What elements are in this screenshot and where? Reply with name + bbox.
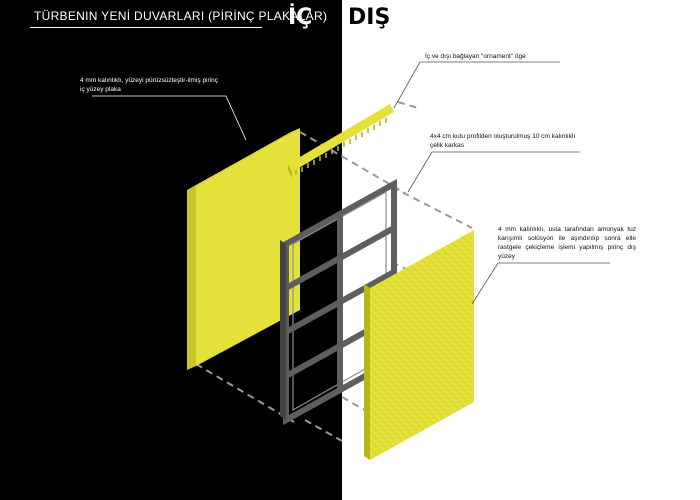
title-underline bbox=[30, 27, 262, 28]
ornament-element bbox=[288, 104, 394, 178]
outer-hammered-brass-plate bbox=[364, 230, 474, 460]
steel-frame-annotation: 4x4 cm kutu profilden oluşturulmuş 10 cm… bbox=[430, 133, 576, 149]
ornament-annotation: İç ve dışı bağlayan "ornament" öge bbox=[425, 53, 526, 60]
inner-brass-plate bbox=[187, 128, 300, 370]
leader-lines bbox=[92, 61, 610, 305]
outer-plate-annotation: 4 mm kalınlıklı, usta tarafından amonyak… bbox=[498, 226, 636, 260]
outside-heading: DIŞ bbox=[348, 5, 391, 30]
inside-heading: İÇ bbox=[288, 5, 313, 30]
inner-plate-annotation: 4 mm kalınlıklı, yüzeyi pürüzsüzleştir-i… bbox=[80, 77, 218, 93]
diagram-title: TÜRBENIN YENİ DUVARLARI (PİRİNÇ PLAKALAR… bbox=[34, 9, 328, 23]
